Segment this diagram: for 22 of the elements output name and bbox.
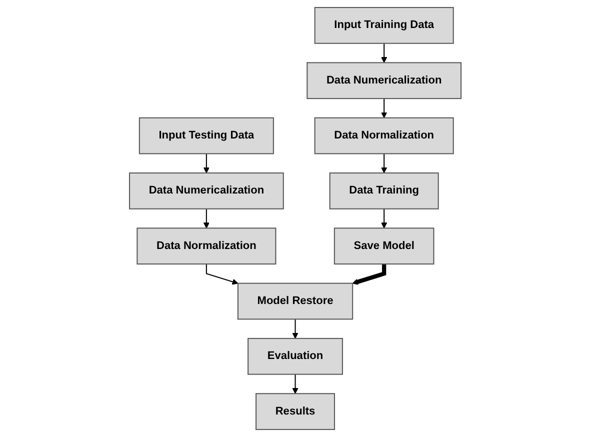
arrow [203, 154, 210, 174]
node-box [306, 62, 462, 100]
arrow [380, 98, 387, 118]
flowchart-diagram: Input Training Data Data Numericalization Data Normalization Data Training Save Model Input Testing Data Data Numericalization Data Normalization Model Restore Evaluation Results [124, 2, 466, 435]
node-box [255, 393, 335, 430]
arrow [206, 264, 238, 285]
node-box [247, 338, 343, 375]
arrow [380, 43, 387, 63]
arrow [292, 374, 298, 394]
node-box [334, 228, 434, 265]
arrow [352, 264, 386, 285]
arrow [380, 154, 387, 174]
arrow [292, 319, 298, 339]
arrow [380, 208, 387, 228]
node-box [329, 172, 439, 210]
arrow [203, 208, 210, 228]
node-box [314, 7, 454, 44]
node-box [237, 282, 353, 320]
node-box [128, 172, 284, 210]
node-box [314, 117, 454, 154]
node-box [138, 117, 274, 154]
node-box [136, 228, 276, 265]
